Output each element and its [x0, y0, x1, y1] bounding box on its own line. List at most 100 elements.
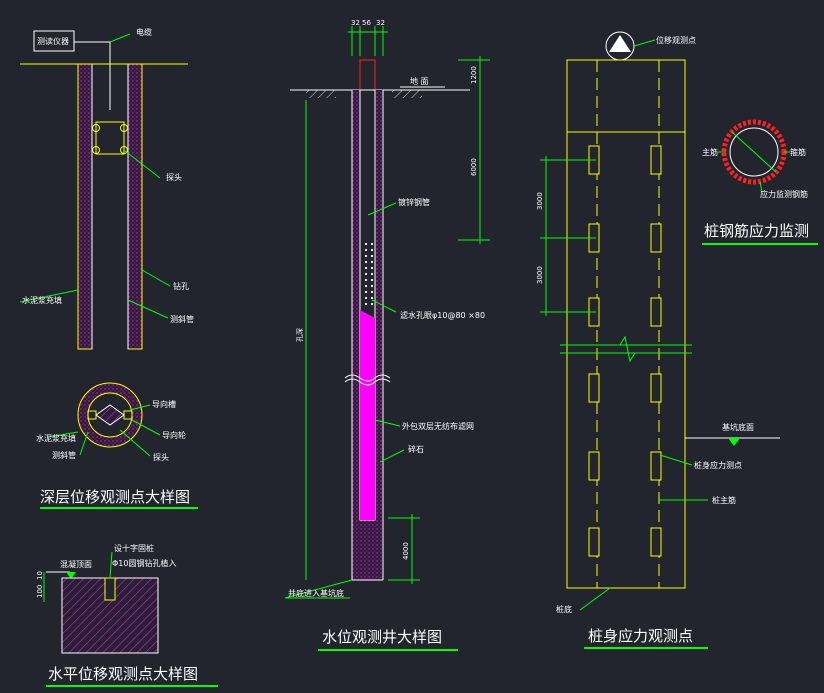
break-line — [344, 378, 391, 386]
filter-hole — [364, 296, 368, 300]
right-label: 箍筋 — [790, 147, 806, 157]
dim-100: 100 — [36, 585, 44, 598]
filter-hole — [370, 254, 374, 258]
wrapped-filter-zone — [360, 310, 375, 520]
stress-gauge — [650, 145, 662, 175]
section-detail: 导向槽 导向轮 水泥浆充填 测斜管 探头 深层位移观测点大样图 — [36, 382, 198, 509]
stress-gauge — [650, 297, 662, 327]
dim-1200: 1200 — [470, 66, 478, 84]
cable-label: 电缆 — [136, 27, 152, 37]
deep-detail-title: 深层位移观测点大样图 — [40, 488, 190, 506]
pipe-top-above-ground — [359, 59, 376, 91]
pile-bottom-leader — [579, 587, 611, 611]
section-pipe-label: 测斜管 — [52, 450, 76, 460]
filter-hole — [370, 284, 374, 288]
top-label: 混凝顶面 — [60, 559, 92, 569]
section-probe-leader — [119, 429, 151, 457]
filter-hole — [370, 260, 374, 264]
wheel — [92, 124, 100, 132]
probe-body — [95, 121, 125, 155]
rebar-marker — [104, 577, 116, 601]
level-marker-icon — [728, 438, 740, 446]
pipe-label: 测斜管 — [170, 314, 194, 324]
triangle-marker-icon — [609, 35, 631, 52]
instrument-label: 测读仪器 — [37, 36, 69, 46]
section-probe-label: 探头 — [153, 452, 169, 462]
displacement-label: 位移观测点 — [656, 35, 696, 45]
filter-hole — [364, 272, 368, 276]
stress-gauge — [588, 527, 600, 557]
filter-hole — [370, 278, 374, 282]
stress-point-label: 桩身应力测点 — [694, 460, 742, 470]
dim-3000a: 3000 — [536, 192, 544, 210]
level-marker-icon — [66, 572, 76, 579]
horizontal-detail-title: 水平位移观测点大样图 — [48, 665, 198, 683]
bottom-label: 井底进入基坑底 — [288, 588, 344, 598]
steel-pipe-leader — [367, 202, 397, 216]
cable-leader — [109, 33, 131, 43]
pile-bottom-label: 桩底 — [556, 604, 572, 614]
dim-10: 10 — [36, 571, 44, 580]
ground-hatch-right — [392, 90, 422, 98]
filter-hole — [370, 248, 374, 252]
pile-outline — [566, 59, 686, 589]
dim-56: 56 — [362, 19, 371, 27]
gauge-leader — [759, 181, 763, 193]
stress-leader — [659, 454, 693, 466]
cross-leader — [109, 551, 113, 579]
stress-gauge — [650, 373, 662, 403]
filter-hole — [370, 290, 374, 294]
horizontal-displacement-detail: 混凝顶面 设十字固桩 Φ10圆钢钻孔植入 100 10 水平位移观测点大样图 — [36, 543, 218, 687]
filter-hole — [370, 296, 374, 300]
gravel-leader — [379, 449, 405, 463]
filter-hole — [370, 242, 374, 246]
probe-label: 探头 — [166, 172, 182, 182]
filter-hole — [364, 260, 368, 264]
section-cement-label: 水泥浆充填 — [36, 433, 76, 443]
borehole-label: 钻孔 — [173, 281, 189, 291]
guide-groove-left — [87, 410, 97, 420]
break-zigzag — [619, 335, 636, 363]
rebar-stress-detail: 主筋 箍筋 应力监测钢筋 桩钢筋应力监测 — [702, 119, 818, 245]
wrap-leader — [374, 419, 401, 427]
wheel — [120, 124, 128, 132]
borehole-wall-left — [77, 63, 93, 350]
filter-hole — [364, 254, 368, 258]
wrap-label: 外包双层无纺布滤网 — [402, 421, 474, 431]
filter-hole — [364, 302, 368, 306]
depth-label: 孔深 — [295, 328, 304, 342]
instrument-box — [33, 30, 75, 52]
main-bar-label: 桩主筋 — [712, 495, 736, 505]
guide-wheel-leader — [131, 419, 161, 436]
steel-pipe-label: 镀锌钢管 — [398, 197, 430, 207]
water-well-detail: 32 56 32 地 面 1200 6000 孔深 镀锌钢管 滤水孔眼φ10@8… — [284, 19, 490, 651]
ground-label: 地 面 — [410, 76, 429, 86]
section-pipe-leader — [79, 431, 89, 456]
borehole-wall-right — [127, 63, 143, 350]
dim-3000b: 3000 — [536, 266, 544, 284]
guide-wheel-label: 导向轮 — [162, 430, 186, 440]
borehole-leader — [141, 269, 171, 287]
cement-label: 水泥浆充填 — [22, 295, 62, 305]
diag-leader — [731, 131, 777, 173]
guide-groove-leader — [129, 404, 151, 411]
dim-32b: 32 — [376, 19, 385, 27]
break-line — [344, 374, 391, 382]
stress-gauge — [650, 451, 662, 481]
filter-leader — [371, 299, 397, 313]
guide-groove-label: 导向槽 — [152, 399, 176, 409]
dim-6000: 6000 — [470, 158, 478, 176]
filter-hole — [370, 302, 374, 306]
stress-gauge — [588, 451, 600, 481]
stress-gauge — [650, 223, 662, 253]
left-label: 主筋 — [702, 147, 718, 157]
guide-groove-right — [123, 410, 133, 420]
pile-stress-detail: 位移观测点 3000 3000 基坑底面 桩身应力测点 桩主筋 桩底 桩身应力观… — [536, 31, 780, 649]
filter-hole — [370, 272, 374, 276]
pit-bottom-label: 基坑底面 — [722, 422, 754, 432]
wheel — [92, 146, 100, 154]
inner-ring — [729, 127, 779, 177]
filter-hole — [364, 278, 368, 282]
filter-holes-label: 滤水孔眼φ10@80 ×80 — [400, 310, 485, 320]
